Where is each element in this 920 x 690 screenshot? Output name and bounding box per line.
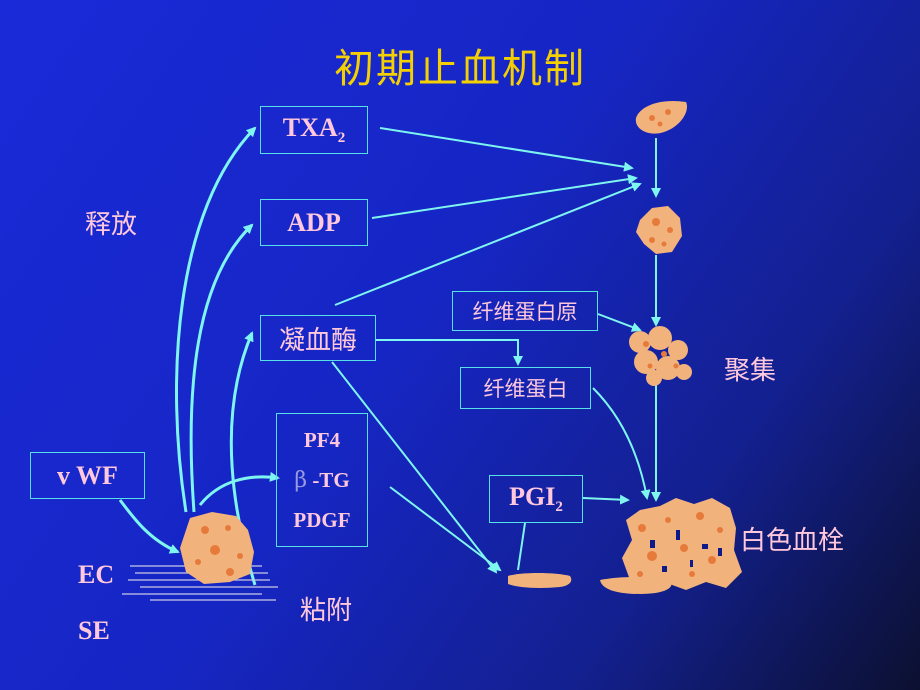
platelet-activated	[636, 206, 682, 254]
pgi2-label: PGI2	[509, 481, 563, 516]
platelet-granule-box: PF4 β -TG PDGF	[276, 413, 368, 547]
arrow-vwf-platelet	[118, 499, 180, 554]
arrow-adp-aggregation	[371, 174, 638, 219]
arrow-fibrinogen-aggregation	[597, 313, 642, 332]
aggregation-label: 聚集	[724, 356, 777, 386]
white-thrombus-label: 白色血栓	[740, 526, 845, 556]
fibrinogen-label: 纤维蛋白原	[472, 300, 578, 324]
se-label: SE	[78, 616, 110, 645]
fibrinogen-box: 纤维蛋白原	[452, 291, 598, 331]
arrow-thrombin-aggregation	[334, 182, 642, 306]
arrow-fibrin-thrombus	[592, 387, 651, 500]
arrow-txa-aggregation	[379, 127, 634, 172]
fibrin-box: 纤维蛋白	[460, 367, 591, 409]
vwf-label: v WF	[57, 460, 118, 490]
beta-tg-label: β -TG	[294, 467, 350, 493]
pf4-label: PF4	[303, 427, 341, 452]
ec-label: EC	[78, 560, 115, 589]
arrow-pdgf-endothelium	[389, 486, 502, 572]
arrow-release-pf4	[198, 471, 280, 506]
pgi2-box: PGI2	[489, 475, 583, 523]
platelet-resting	[635, 100, 688, 134]
arrow-release-txa	[175, 126, 257, 513]
adhered-platelet	[180, 512, 254, 584]
vwf-box: v WF	[30, 452, 145, 499]
thrombin-box: 凝血酶	[260, 315, 376, 361]
txa2-box: TXA2	[260, 106, 368, 154]
adp-label: ADP	[287, 207, 341, 237]
beta-symbol: β	[294, 467, 308, 493]
platelet-aggregate	[629, 326, 692, 386]
pdgf-label: PDGF	[293, 507, 351, 532]
adhesion-label: 粘附	[300, 596, 353, 626]
release-label: 释放	[85, 210, 138, 240]
line-pgi-endothelium	[517, 522, 526, 571]
page-title: 初期止血机制	[334, 46, 586, 92]
txa2-label: TXA2	[282, 112, 346, 147]
arrow-release-adp	[189, 223, 254, 513]
arrow-pgi-thrombus	[582, 494, 630, 505]
fibrin-label: 纤维蛋白	[483, 377, 568, 401]
arrow-thrombin-endothelium	[331, 361, 498, 574]
white-thrombus	[622, 498, 742, 590]
arrow-thrombin-fibrin	[376, 339, 523, 366]
thrombin-label: 凝血酶	[278, 325, 357, 356]
adp-box: ADP	[260, 199, 368, 246]
